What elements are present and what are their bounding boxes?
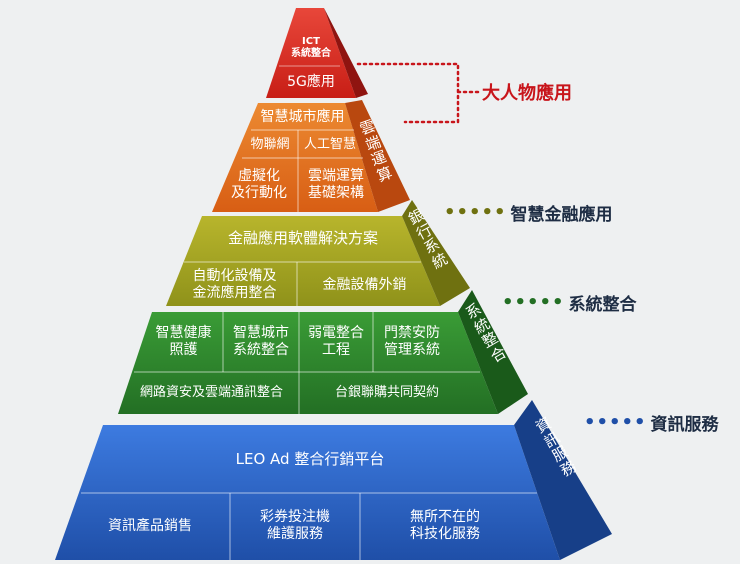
- system-integration-label: ••••• 系統整合: [502, 290, 637, 315]
- system-integration-dots: •••••: [502, 291, 565, 313]
- iot-label: 物聯網: [250, 136, 290, 152]
- leo-ad-label: LEO Ad 整合行銷平台: [235, 450, 385, 469]
- equipment-export-label: 金融設備外銷: [322, 276, 407, 293]
- system-integration-text: 系統整合: [568, 295, 637, 315]
- tier-olive-front: [166, 216, 440, 306]
- info-services-dots: •••••: [584, 411, 647, 433]
- finance-software-label: 金融應用軟體解決方案: [227, 229, 378, 248]
- joint-purchase-label: 台銀聯購共同契約: [334, 385, 439, 401]
- 5g-label: 5G應用: [287, 73, 335, 90]
- network-security-label: 網路資安及雲端通訊整合: [139, 385, 283, 401]
- info-services-text: 資訊服務: [650, 415, 719, 435]
- connector-big: [356, 62, 480, 124]
- ai-label: 人工智慧: [303, 136, 356, 152]
- product-sales-label: 資訊產品銷售: [108, 517, 192, 534]
- cloud-infra-label: 雲端運算 基礎架構: [308, 168, 364, 201]
- virtualization-label: 虛擬化 及行動化: [231, 168, 287, 201]
- tier-green-side: [458, 290, 528, 414]
- tier-blue-side: [514, 400, 612, 560]
- smart-finance-text: 智慧金融應用: [510, 205, 613, 225]
- tier-green-front: [118, 312, 498, 414]
- ict-label: ICT 系統整合: [291, 36, 331, 59]
- smart-city-app-label: 智慧城市應用: [260, 108, 345, 125]
- big-app-label: 大人物應用: [482, 79, 572, 105]
- weak-current-label: 弱電整合 工程: [308, 325, 364, 358]
- smart-city-integration-label: 智慧城市 系統整合: [233, 325, 289, 358]
- access-control-label: 門禁安防 管理系統: [384, 325, 440, 358]
- lottery-maintenance-label: 彩券投注機 維護服務: [260, 509, 330, 542]
- smart-finance-dots: •••••: [444, 201, 507, 223]
- ubiquitous-service-label: 無所不在的 科技化服務: [410, 509, 480, 542]
- tier-top-side: [324, 8, 368, 98]
- big-app-text: 大人物應用: [482, 83, 572, 104]
- tier-top-front: [266, 8, 356, 98]
- info-services-label: ••••• 資訊服務: [584, 410, 719, 435]
- health-care-label: 智慧健康 照護: [155, 325, 212, 358]
- automation-label: 自動化設備及 金流應用整合: [192, 268, 277, 301]
- smart-finance-label: ••••• 智慧金融應用: [444, 200, 613, 225]
- tier-orange-side: [345, 100, 410, 212]
- tier-olive-side: [402, 200, 470, 306]
